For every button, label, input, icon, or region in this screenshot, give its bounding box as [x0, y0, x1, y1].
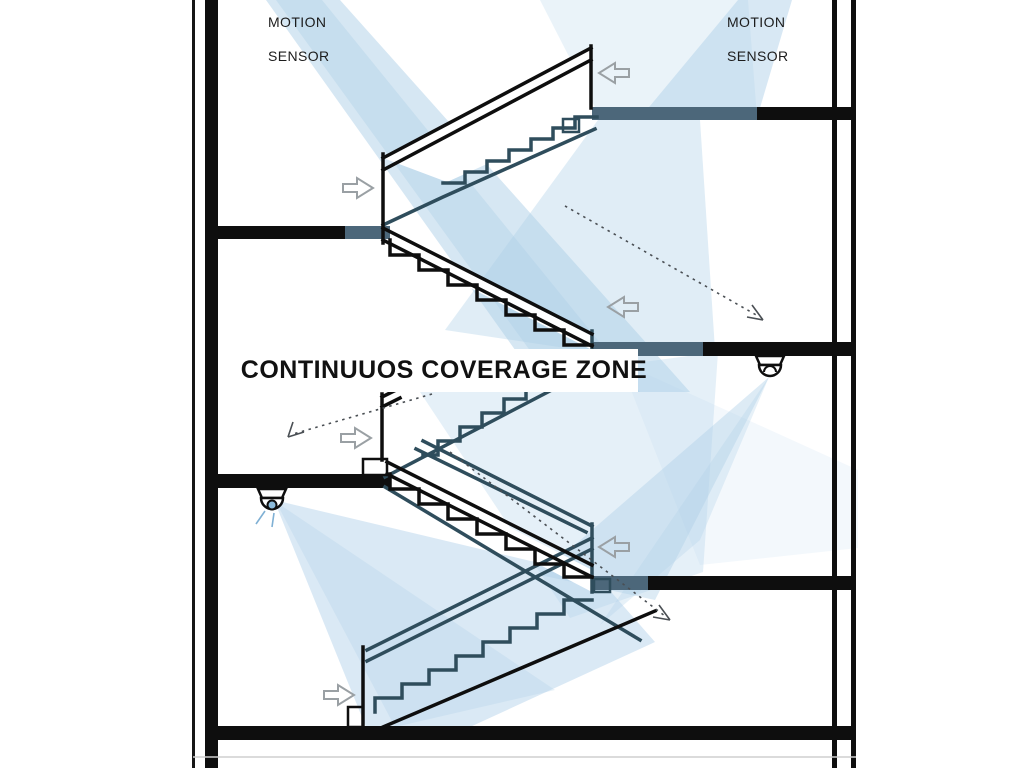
stair-newel-box-bottom — [346, 705, 365, 729]
floor-slab-2-left — [218, 474, 390, 488]
arrow-left-icon — [597, 535, 630, 559]
beam-top-left — [266, 0, 690, 392]
right-wall-inner — [832, 0, 837, 768]
beam-top-right-outer — [540, 0, 757, 117]
floor-slab-1-right — [592, 576, 856, 590]
dotted-arrow-down-right-icon — [564, 205, 764, 321]
stair-railing-lower-flight — [384, 459, 595, 580]
soffit-mask-mid-flight — [392, 466, 592, 592]
dotted-arrow-down-right-icon — [449, 451, 671, 621]
staircase-black-flights — [346, 44, 658, 730]
camera-mount — [256, 487, 288, 500]
beam-top-right — [640, 0, 792, 118]
stair-landing-box — [561, 117, 581, 134]
stair-mid-post — [379, 385, 403, 462]
dome-camera-left — [255, 487, 288, 528]
sensor-label-line: MOTION — [727, 14, 786, 30]
beam-camera-left-b — [276, 502, 555, 727]
beam-top-left-core — [276, 0, 640, 392]
right-wall-outer — [851, 0, 856, 768]
beam-camera-right-a — [540, 377, 769, 600]
camera-beam-ticks — [255, 510, 275, 528]
stair-steps-upper-flight — [388, 238, 594, 347]
stair-steps-bottom-flight — [373, 598, 594, 714]
dome-camera-right — [754, 354, 786, 378]
stair-steps-lower-flight — [388, 472, 594, 579]
arrow-left-icon — [606, 295, 639, 319]
coverage-zone-label: CONTINUUOS COVERAGE ZONE — [241, 349, 647, 392]
stair-stringer-crossing — [382, 484, 643, 643]
motion-sensor-label-left: MOTION SENSOR — [268, 14, 330, 65]
stair-steps-top-flight — [441, 115, 599, 185]
beam-right-faint-wedge — [620, 362, 858, 565]
motion-sensor-label-right: MOTION SENSOR — [727, 14, 789, 65]
outer-wall-line — [192, 0, 195, 768]
direction-arrows — [323, 61, 639, 707]
arrow-left-icon — [597, 61, 630, 85]
motion-beam-cones — [266, 0, 858, 727]
slab-tint — [345, 226, 390, 239]
sensor-label-line: MOTION — [268, 14, 327, 30]
stair-railing-top — [380, 45, 594, 173]
stair-stringer-bottom — [380, 608, 658, 730]
arrow-right-icon — [342, 176, 375, 200]
building-structure — [192, 0, 856, 768]
dotted-arrow-down-left-icon — [287, 393, 433, 438]
stair-landing-box-lower — [592, 577, 612, 594]
camera-lens — [266, 499, 278, 511]
dotted-sightlines — [287, 205, 764, 621]
stair-stringer-top-flight — [380, 126, 598, 228]
arrow-right-icon — [340, 426, 373, 450]
left-wall — [205, 0, 218, 768]
slab-tint — [592, 107, 757, 120]
camera-mount — [754, 354, 786, 367]
arrow-right-icon — [323, 683, 356, 707]
sensor-label-line: SENSOR — [727, 48, 789, 64]
ground-floor-slab — [205, 726, 856, 740]
camera-lens-arc — [763, 365, 777, 373]
slab-beam-tints — [345, 107, 757, 590]
beam-camera-right-b — [600, 377, 769, 625]
sensor-label-line: SENSOR — [268, 48, 330, 64]
stair-newel-box-mid — [361, 457, 389, 477]
coverage-zone-text: CONTINUUOS COVERAGE ZONE — [240, 356, 648, 384]
